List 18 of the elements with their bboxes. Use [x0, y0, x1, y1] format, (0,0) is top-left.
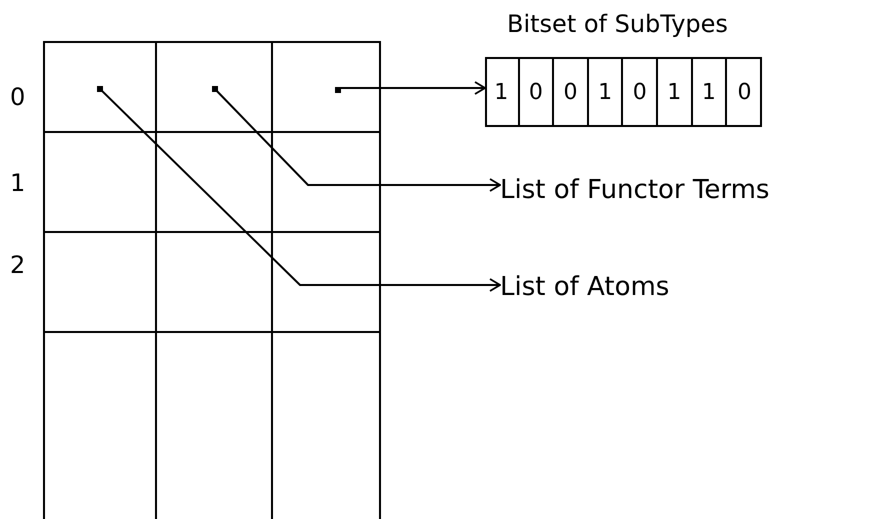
pointer-target-label: List of Atoms [500, 270, 760, 304]
bit-cell: 0 [520, 57, 554, 127]
bit-cell: 0 [554, 57, 589, 127]
bit-cell: 1 [692, 57, 728, 127]
pointer-target-label: List of Functor Terms [500, 173, 865, 207]
bit-cell: 0 [727, 57, 762, 127]
table-grid [43, 41, 381, 519]
row-index: 1 [10, 168, 26, 198]
row-index: 0 [10, 82, 26, 112]
bit-cell: 1 [588, 57, 624, 127]
bit-cell: 1 [658, 57, 693, 127]
bitset-title: Bitset of SubTypes [507, 9, 728, 39]
row-index: 2 [10, 250, 26, 280]
bit-cell: 0 [623, 57, 658, 127]
bit-cell: 1 [485, 57, 520, 127]
pointer-arrow [339, 81, 486, 95]
pointer-arrow [100, 89, 501, 292]
pointer-arrow [215, 89, 501, 192]
